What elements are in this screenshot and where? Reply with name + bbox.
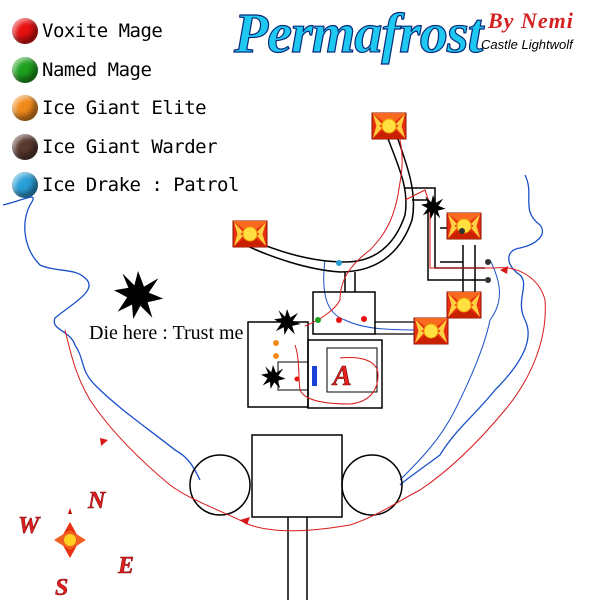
north-corridor xyxy=(234,124,407,263)
death-splat-icon xyxy=(421,195,446,219)
spawn-marker-icon xyxy=(371,112,407,140)
ice-drake-dot xyxy=(336,260,342,266)
legend-item-ice-giant-warder: Ice Giant Warder xyxy=(12,128,239,167)
cave-wall-left xyxy=(2,196,201,481)
brown-dot-icon xyxy=(12,133,38,160)
ice-giant-warder-dot xyxy=(485,277,491,283)
die-here-annotation: Die here : Trust me xyxy=(89,322,244,344)
room-marker-a: A xyxy=(331,361,352,392)
death-splat-icon xyxy=(261,365,286,389)
map-title: Permafrost xyxy=(233,2,483,65)
legend-label: Ice Giant Elite xyxy=(42,97,207,120)
cave-wall-right xyxy=(399,174,544,486)
green-dot-icon xyxy=(12,56,38,83)
east-corridor xyxy=(405,187,485,281)
ice-giant-elite-dot xyxy=(273,340,279,346)
author-credit: By Nemi xyxy=(488,8,574,33)
spawn-marker-icon xyxy=(232,220,268,248)
inner-patrol xyxy=(323,259,500,481)
orange-dot-icon xyxy=(12,95,38,122)
compass-north: N xyxy=(87,488,107,514)
compass-south: S xyxy=(55,575,68,600)
blue-dot-icon xyxy=(12,172,38,199)
legend-item-named-mage: Named Mage xyxy=(12,51,239,90)
legend-label: Ice Giant Warder xyxy=(42,135,218,158)
route-path xyxy=(64,139,546,532)
legend-item-ice-giant-elite: Ice Giant Elite xyxy=(12,89,239,128)
red-dot-icon xyxy=(12,18,38,45)
legend-item-voxite-mage: Voxite Mage xyxy=(12,12,239,51)
legend-item-ice-drake-patrol: Ice Drake : Patrol xyxy=(12,166,239,205)
legend-label: Named Mage xyxy=(42,58,152,81)
compass-rose-icon: N E S W xyxy=(18,488,135,600)
ice-giant-warder-dot xyxy=(485,259,491,265)
spawn-marker-icon xyxy=(413,317,449,345)
compass-west: W xyxy=(18,513,41,539)
legend-label: Voxite Mage xyxy=(42,20,163,43)
voxite-mage-dot xyxy=(294,376,300,382)
voxite-mage-dot xyxy=(361,316,367,322)
legend-label: Ice Drake : Patrol xyxy=(42,174,239,197)
legend: Voxite Mage Named Mage Ice Giant Elite I… xyxy=(12,12,239,205)
spawn-marker-icon xyxy=(446,291,482,319)
named-mage-dot xyxy=(315,317,321,323)
voxite-mage-dot xyxy=(336,317,342,323)
ice-giant-elite-dot xyxy=(273,353,279,359)
spawn-marker-icon xyxy=(446,212,482,240)
guild-name: Castle Lightwolf xyxy=(481,37,573,52)
compass-east: E xyxy=(117,553,134,579)
ice-giant-warder-dot xyxy=(459,228,465,234)
death-splat-icon xyxy=(114,271,164,319)
